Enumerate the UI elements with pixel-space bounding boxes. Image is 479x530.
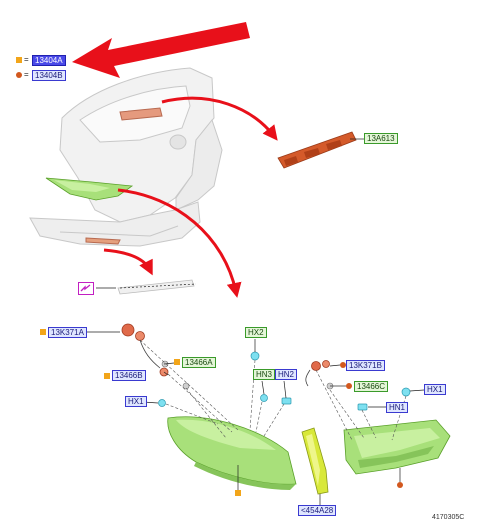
figure-number: 4170305C [432, 514, 465, 521]
callout-hn2: HN2 [275, 369, 298, 380]
left-sockets [121, 323, 190, 390]
lightning-arrow-icon [80, 284, 91, 292]
right-tail-lamp [343, 419, 451, 475]
lamp-gasket [301, 427, 329, 495]
callout-13466c: 13466C [354, 381, 389, 392]
callout-hn1: HN1 [386, 402, 409, 413]
legend-square-marker [16, 57, 22, 63]
view-direction-icon [78, 282, 94, 295]
callout-13k371a: 13K371A [48, 327, 87, 338]
motion-arrows [103, 96, 278, 298]
callout-13466b: 13466B [112, 370, 146, 381]
left-tail-lamp [167, 416, 297, 490]
callout-454a28: <454A28 [298, 505, 337, 516]
callout-13k371b: 13K371B [346, 360, 385, 371]
legend-equals-1: = [24, 55, 29, 64]
marker-13466a [174, 359, 180, 365]
marker-13k371a [40, 329, 46, 335]
reflector-strip [117, 279, 195, 295]
leader-lines [84, 138, 425, 505]
right-sockets [305, 360, 334, 390]
vehicle-tail-lamp [45, 177, 134, 201]
callout-13466a: 13466A [182, 357, 216, 368]
marker-13466b [104, 373, 110, 379]
callout-13a613: 13A613 [364, 133, 398, 144]
legend-primary-label: 13404A [32, 55, 66, 66]
marker-13k371b [340, 362, 346, 368]
callout-hn3: HN3 [253, 369, 276, 380]
part-markers [235, 482, 403, 496]
callout-hx1-right: HX1 [424, 384, 446, 395]
legend-secondary-label: 13404B [32, 70, 66, 81]
callout-hx1-left: HX1 [125, 396, 147, 407]
callout-hx2: HX2 [245, 327, 267, 338]
legend-circle-marker [16, 72, 22, 78]
pointer-arrow [72, 22, 250, 78]
legend-equals-2: = [24, 70, 29, 79]
marker-13466c [346, 383, 352, 389]
vehicle-rear-body [29, 67, 223, 247]
high-mount-lamp [277, 131, 357, 169]
